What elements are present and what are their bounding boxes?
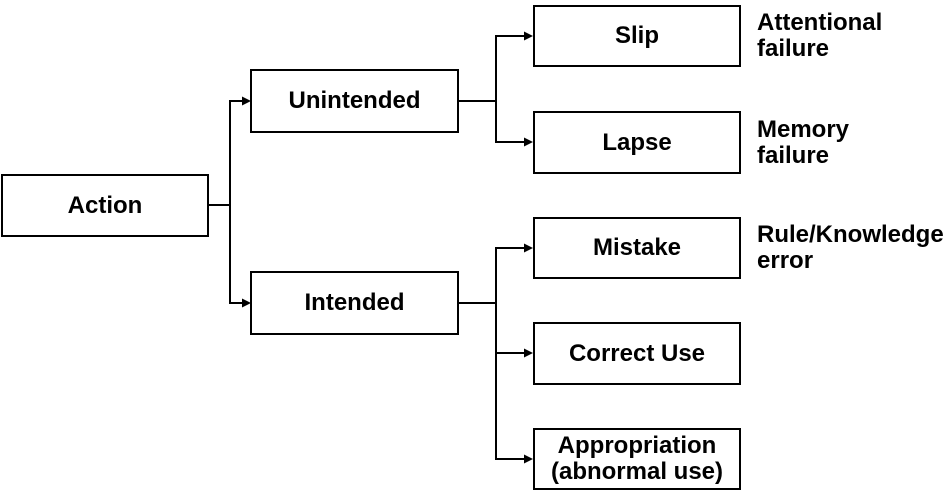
arrowhead-mistake bbox=[524, 243, 533, 253]
annotation-memory-failure-text: Memory failure bbox=[757, 115, 850, 169]
annotation-rule-knowledge-error: Rule/Knowledge error bbox=[757, 217, 944, 279]
arrowhead-slip bbox=[524, 31, 533, 41]
node-mistake-label: Mistake bbox=[592, 234, 682, 261]
node-intended-label: Intended bbox=[304, 289, 405, 316]
node-appropriation: Appropriation (abnormal use) bbox=[533, 428, 741, 490]
node-action-label: Action bbox=[67, 191, 143, 219]
node-correct-use-label: Correct Use bbox=[568, 339, 706, 367]
node-appropriation-label: Appropriation (abnormal use) bbox=[550, 432, 724, 485]
arrowhead-lapse bbox=[524, 137, 533, 147]
node-correct-use: Correct Use bbox=[533, 322, 741, 385]
node-unintended-label: Unintended bbox=[288, 87, 421, 114]
node-mistake: Mistake bbox=[533, 217, 741, 279]
node-action: Action bbox=[1, 174, 209, 237]
arrowhead-unintended bbox=[242, 96, 251, 106]
node-intended: Intended bbox=[250, 271, 459, 335]
arrowhead-intended bbox=[242, 298, 251, 308]
node-lapse-label: Lapse bbox=[602, 128, 672, 156]
annotation-rule-knowledge-error-text: Rule/Knowledge error bbox=[757, 221, 944, 274]
node-slip: Slip bbox=[533, 5, 741, 67]
node-unintended: Unintended bbox=[250, 69, 459, 133]
arrowhead-correct-use bbox=[524, 348, 533, 358]
annotation-memory-failure: Memory failure bbox=[757, 111, 917, 174]
node-lapse: Lapse bbox=[533, 111, 741, 174]
node-slip-label: Slip bbox=[614, 22, 659, 49]
arrowhead-appropriation bbox=[524, 454, 533, 464]
annotation-attentional-failure: Attentional failure bbox=[757, 5, 917, 67]
annotation-attentional-failure-text: Attentional failure bbox=[757, 9, 883, 62]
